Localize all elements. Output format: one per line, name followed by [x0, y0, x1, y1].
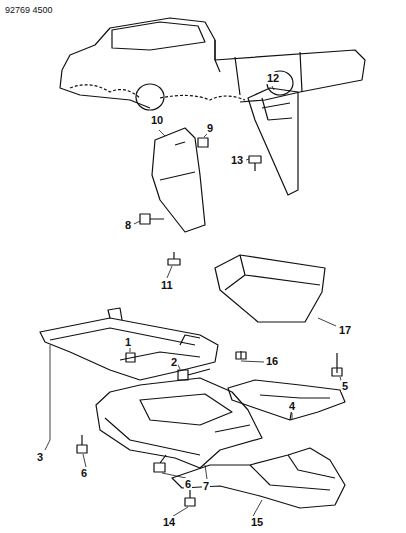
- callout-number: 6: [184, 478, 192, 490]
- callout-number: 4: [288, 400, 296, 412]
- callout-number: 8: [124, 219, 132, 231]
- callout-number: 16: [265, 355, 279, 367]
- callout-number: 13: [230, 154, 244, 166]
- skid-plate-transfer: [215, 255, 325, 322]
- callout-number: 1: [124, 336, 132, 348]
- callout-number: 15: [250, 516, 264, 528]
- engine-skid-plate: [96, 378, 262, 468]
- callout-number: 9: [206, 122, 214, 134]
- crossmember-guard: [40, 308, 218, 380]
- callout-number: 17: [338, 324, 352, 336]
- callout-number: 12: [266, 72, 280, 84]
- truck-outline: [60, 18, 365, 120]
- callout-number: 3: [36, 451, 44, 463]
- callout-number: 7: [202, 480, 210, 492]
- callout-number: 10: [150, 114, 164, 126]
- mud-guard-front: [152, 128, 205, 232]
- callout-number: 5: [341, 380, 349, 392]
- bracket-plate: [228, 380, 345, 420]
- callout-number: 11: [160, 279, 174, 291]
- leader-lines: [45, 86, 342, 518]
- callout-number: 6: [80, 467, 88, 479]
- diagram-code: 92769 4500: [4, 4, 54, 16]
- mud-guard-rear: [248, 88, 298, 195]
- callout-number: 2: [170, 356, 178, 368]
- callout-number: 14: [162, 516, 176, 528]
- front-skid-plate: [172, 448, 345, 508]
